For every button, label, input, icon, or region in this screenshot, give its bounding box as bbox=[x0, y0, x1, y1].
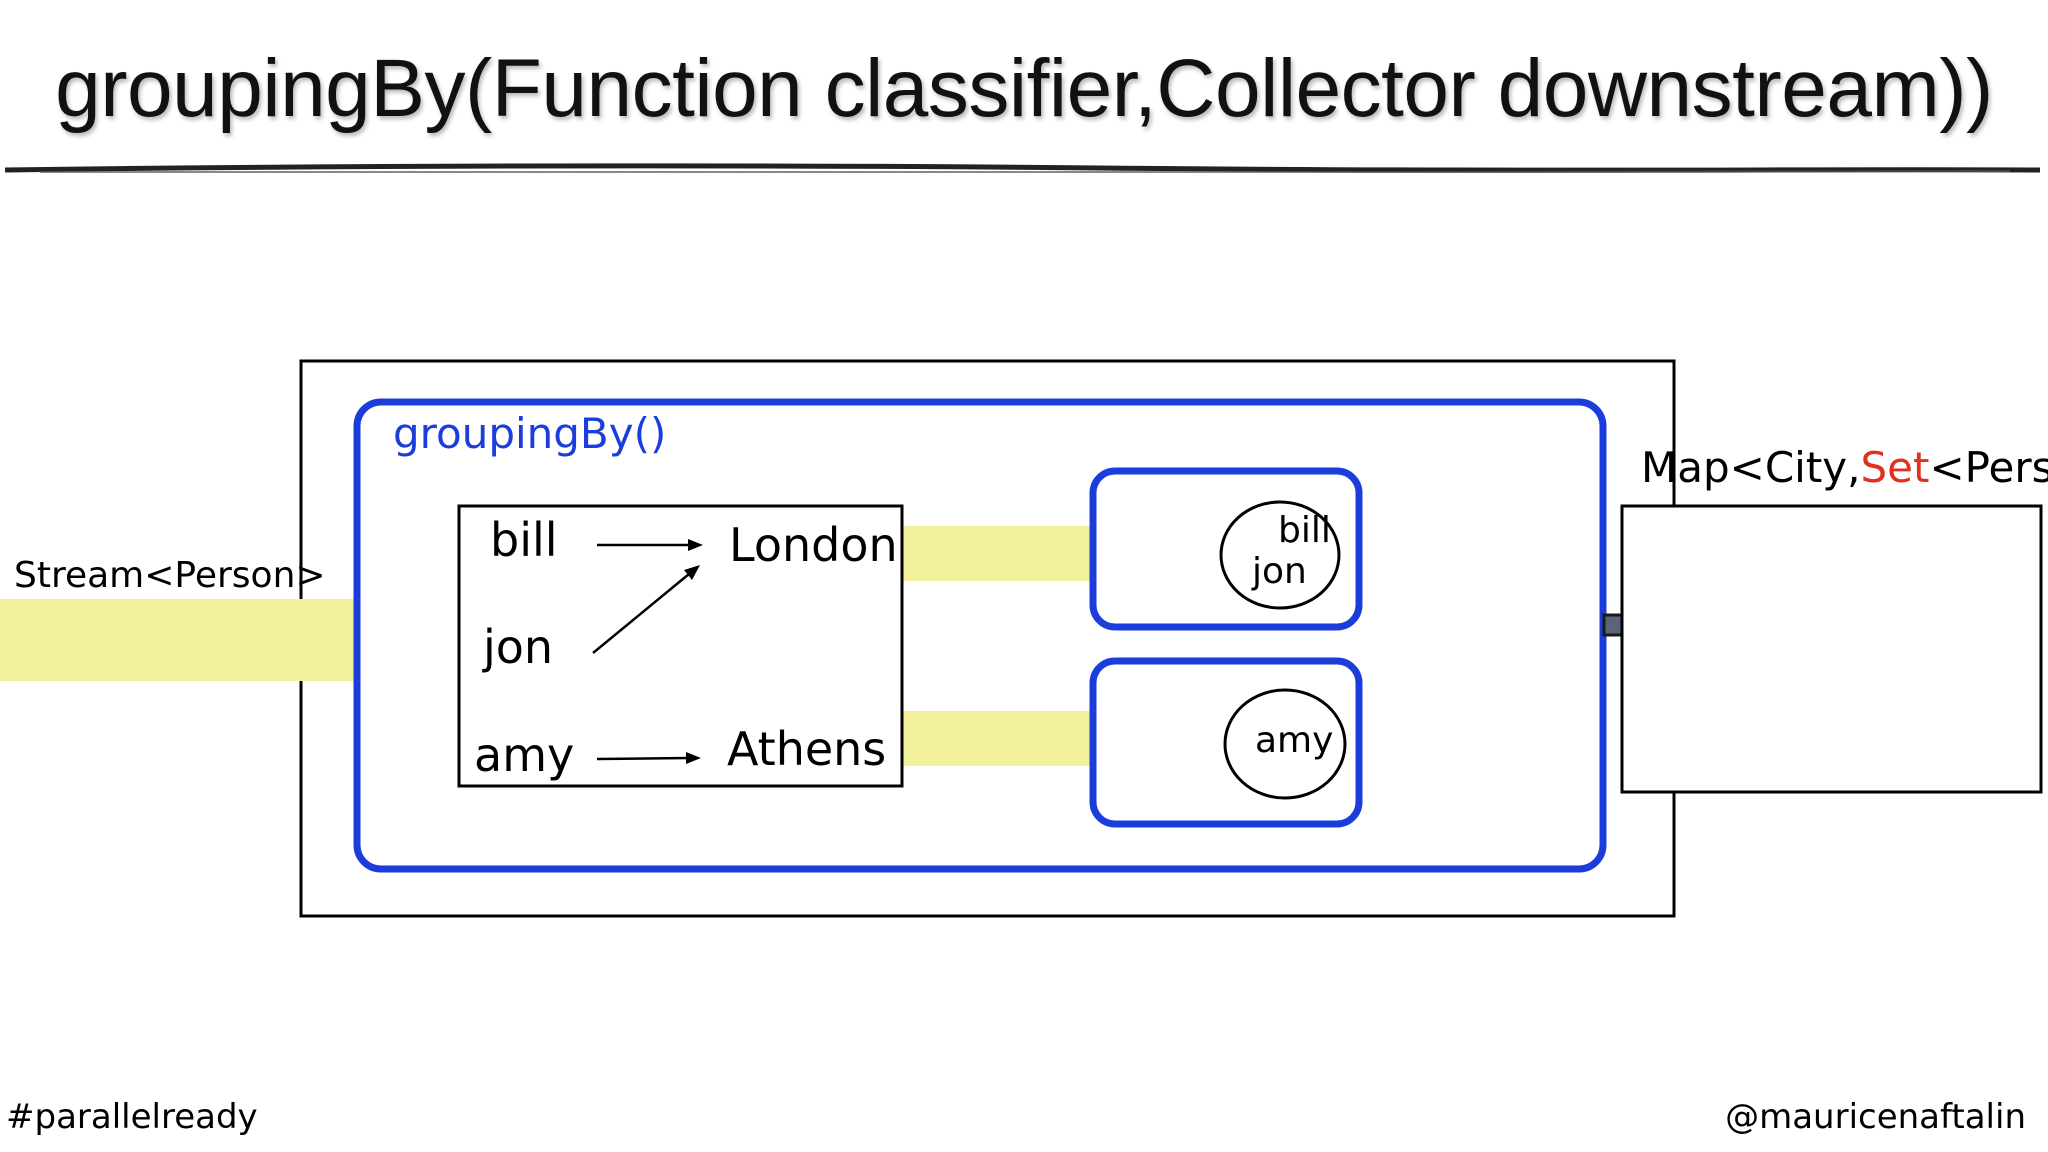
set-member-amy: amy bbox=[1255, 720, 1333, 761]
title-divider bbox=[4, 163, 2041, 174]
slide-title: groupingBy(Function classifier,Collector… bbox=[55, 43, 1993, 134]
london-flow-band bbox=[903, 526, 1093, 581]
set-member-bill: bill bbox=[1278, 510, 1331, 551]
classifier-city-athens: Athens bbox=[727, 722, 886, 776]
set-ellipse-athens bbox=[1223, 688, 1347, 800]
mapping-arrows bbox=[592, 539, 703, 764]
classifier-box bbox=[457, 504, 904, 788]
input-stream-band bbox=[0, 599, 355, 681]
set-member-jon: jon bbox=[1251, 551, 1307, 592]
output-map-box bbox=[1620, 504, 2043, 794]
output-map-label: Map<City,Set<Person> bbox=[1641, 443, 2048, 492]
footer-hashtag: #parallelready bbox=[6, 1097, 258, 1137]
input-stream-label: Stream<Person> bbox=[14, 555, 326, 596]
classifier-key-bill: bill bbox=[490, 513, 558, 567]
groupingby-label: groupingBy() bbox=[393, 409, 666, 458]
output-label-prefix: Map<City, bbox=[1641, 443, 1861, 492]
classifier-key-amy: amy bbox=[474, 728, 574, 782]
athens-flow-band bbox=[903, 711, 1093, 766]
set-ellipse-london bbox=[1219, 500, 1341, 610]
output-label-suffix: <Person> bbox=[1929, 443, 2048, 492]
classifier-key-jon: jon bbox=[482, 620, 553, 674]
output-label-highlight: Set bbox=[1861, 443, 1930, 492]
footer-handle: @mauricenaftalin bbox=[1725, 1097, 2026, 1137]
classifier-city-london: London bbox=[729, 518, 898, 572]
